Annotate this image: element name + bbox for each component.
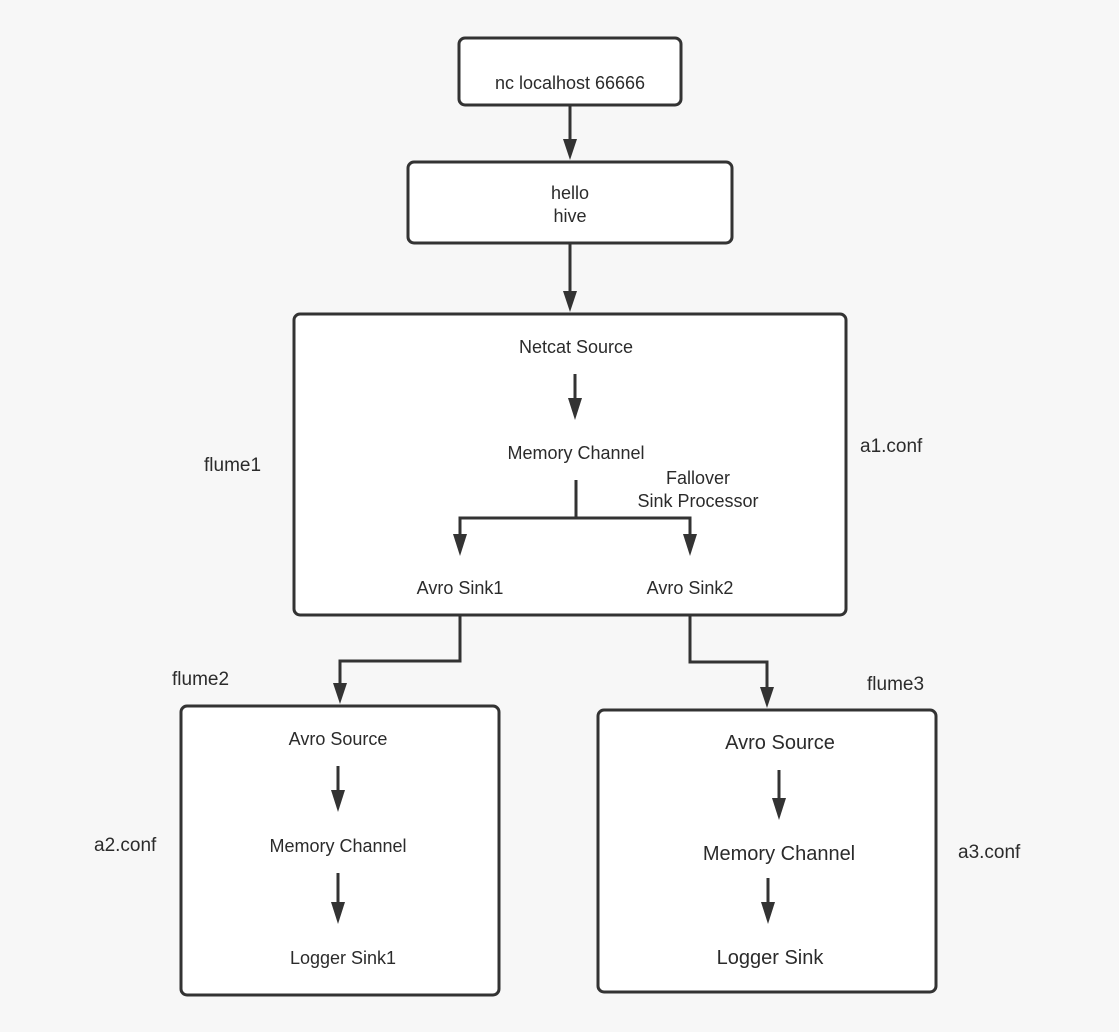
flume1-config-label: a1.conf [860,436,923,457]
edge-sink1-to-flume2 [338,615,462,684]
edge-channel-to-sink1-arrowhead [453,534,467,556]
edge-input-to-flume1-arrowhead [563,291,577,312]
edge-channel-to-sink2-arrowhead [683,534,697,556]
edge-nc-to-input-arrowhead [563,139,577,160]
flume2-memory-channel-label: Memory Channel [269,836,406,856]
input-line-hive: hive [553,206,586,226]
edge-flume2-channel-to-sink-arrowhead [331,902,345,924]
edge-channel-to-sink2 [576,516,692,536]
flume1-memory-channel-label: Memory Channel [507,443,644,463]
flume3-avro-source-label: Avro Source [725,732,835,754]
input-line-hello: hello [551,183,589,203]
edge-sink2-to-flume3 [688,615,769,688]
flume2-agent-label: flume2 [172,669,229,690]
flume1-agent-label: flume1 [204,455,261,476]
edge-channel-to-sink1 [458,516,576,536]
flume2-logger-sink-label: Logger Sink1 [290,948,396,968]
flume1-processor-line2: Sink Processor [637,491,758,511]
flume2-config-label: a2.conf [94,835,157,856]
nc-command-label: nc localhost 66666 [495,73,645,93]
nc-command-box [457,36,683,107]
flume2-avro-source-label: Avro Source [289,729,388,749]
flume1-avro-sink1-label: Avro Sink1 [417,578,504,598]
edge-sink1-to-flume2-arrowhead [333,683,347,704]
edge-flume2-source-to-channel-arrowhead [331,790,345,812]
edge-netcat-to-channel-arrowhead [568,398,582,420]
flume1-agent-box [292,312,848,617]
flume2-agent-box [179,704,501,997]
flume3-memory-channel-label: Memory Channel [703,843,855,865]
flume1-netcat-source-label: Netcat Source [519,337,633,357]
flume3-logger-sink-label: Logger Sink [717,947,825,969]
flume3-agent-label: flume3 [867,674,924,695]
flume3-agent-box [596,708,938,994]
edge-flume3-channel-to-sink-arrowhead [761,902,775,924]
edge-sink2-to-flume3-arrowhead [760,687,774,708]
flume1-processor-line1: Fallover [666,468,730,488]
edge-flume3-source-to-channel-arrowhead [772,798,786,820]
flume3-config-label: a3.conf [958,842,1021,863]
flume1-avro-sink2-label: Avro Sink2 [647,578,734,598]
